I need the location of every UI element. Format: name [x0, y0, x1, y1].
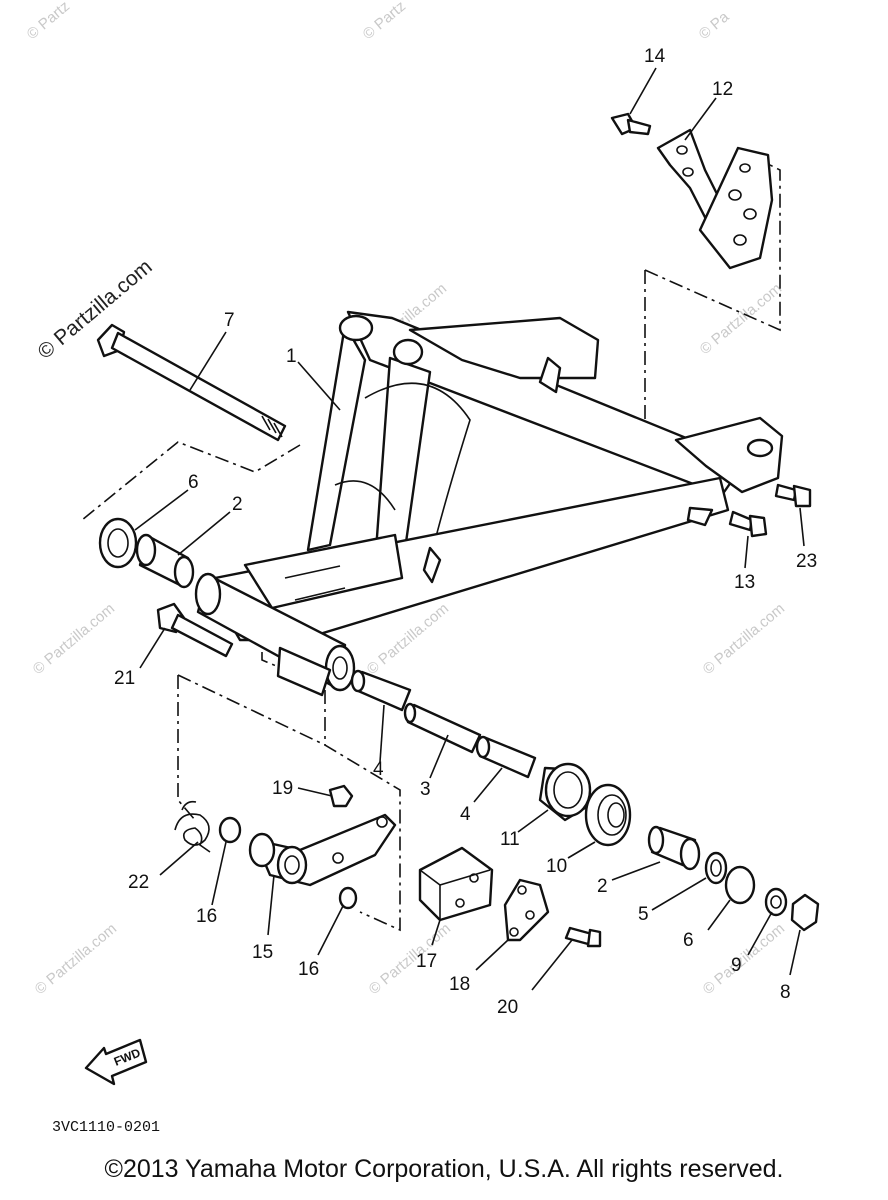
fwd-arrow: FWD [84, 1038, 148, 1086]
bearing-11 [538, 762, 592, 822]
seal-10 [584, 783, 632, 847]
callout-4: 4 [460, 804, 471, 825]
washers-nut [704, 851, 820, 932]
washer-9 [764, 887, 788, 917]
callout-18: 18 [449, 974, 470, 995]
washer-5 [704, 851, 728, 885]
washer-16-right [338, 886, 358, 910]
callout-9: 9 [731, 955, 742, 976]
swingarm [194, 310, 784, 697]
screw-20 [564, 926, 602, 948]
collar-2-left [135, 533, 195, 589]
callout-20: 20 [497, 997, 518, 1018]
callout-23: 23 [796, 551, 817, 572]
bolt-21 [156, 602, 234, 658]
watermark: © Partzilla.com [30, 600, 118, 678]
callout-5: 5 [638, 904, 649, 925]
assembly-line-shaft [81, 441, 301, 521]
callout-16: 16 [196, 906, 217, 927]
relay-arm-15 [248, 813, 397, 887]
callout-3: 3 [420, 779, 431, 800]
collar-2-right [647, 825, 701, 871]
watermark: © Partzilla.com [700, 600, 788, 678]
bolt-14 [610, 112, 652, 136]
watermark: © Pa [696, 8, 733, 43]
callout-4: 4 [373, 759, 384, 780]
nut-8 [790, 893, 820, 932]
assembly-line-arm [324, 690, 401, 932]
watermark: © Partzilla.com [697, 280, 785, 358]
bolt-13 [728, 510, 768, 538]
callout-6: 6 [188, 472, 199, 493]
callout-7: 7 [224, 310, 235, 331]
callout-21: 21 [114, 668, 135, 689]
nut-19 [328, 784, 354, 808]
callout-19: 19 [272, 778, 293, 799]
callout-12: 12 [712, 79, 733, 100]
callout-13: 13 [734, 572, 755, 593]
callouts: 1 2 2 3 4 4 5 6 6 7 8 9 10 11 12 13 14 1… [114, 46, 817, 1018]
callout-8: 8 [780, 982, 791, 1003]
bolt-23 [774, 483, 812, 508]
diagram-code: 3VC1110-0201 [52, 1119, 160, 1136]
callout-14: 14 [644, 46, 666, 67]
callout-2: 2 [597, 876, 608, 897]
watermark: © Partzilla.com [700, 920, 788, 998]
bearing-6-left [98, 517, 138, 569]
callout-15: 15 [252, 942, 273, 963]
callout-10: 10 [546, 856, 567, 877]
watermark: © Partz [24, 0, 73, 43]
assembly-line-left [177, 675, 196, 821]
watermark: © Partzilla.com [32, 920, 120, 998]
block-17 [418, 846, 494, 922]
watermark: © Partz [360, 0, 409, 43]
watermark: © Partzilla.com [366, 920, 454, 998]
callout-16: 16 [298, 959, 319, 980]
callout-17: 17 [416, 951, 437, 972]
spring-22 [174, 800, 211, 853]
plate-18 [503, 878, 550, 942]
washer-6 [724, 865, 756, 905]
callout-6: 6 [683, 930, 694, 951]
callout-11: 11 [500, 829, 520, 850]
assembly-line-mid [177, 674, 326, 746]
leader-lines [134, 67, 805, 991]
bracket [656, 128, 774, 270]
callout-1: 1 [286, 346, 297, 367]
washer-16-left [218, 816, 242, 844]
callout-2: 2 [232, 494, 243, 515]
spacers [350, 669, 537, 779]
pivot-shaft [96, 323, 287, 442]
copyright-notice: ©2013 Yamaha Motor Corporation, U.S.A. A… [104, 1155, 784, 1183]
callout-22: 22 [128, 872, 149, 893]
